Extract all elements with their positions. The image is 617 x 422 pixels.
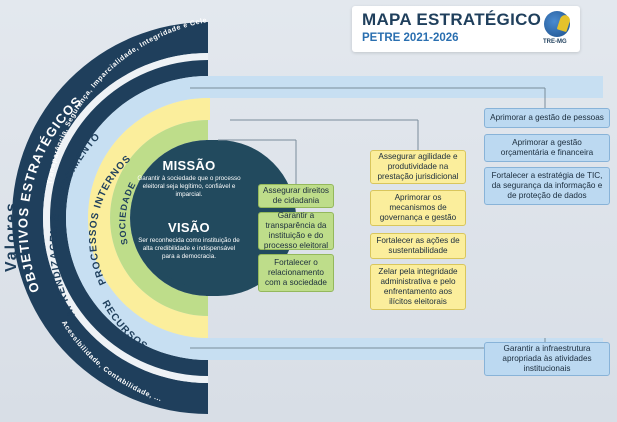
vision-text: Ser reconhecida como instituição de alta… [138,237,240,260]
valores-ring [12,22,208,414]
sociedade-ring [110,120,208,316]
mission-text: Garantir à sociedade que o processo elei… [137,175,241,198]
vision-block: VISÃO Ser reconhecida como instituição d… [136,220,242,261]
processos-ring [88,98,208,338]
logo-text: TRE-MG [543,39,567,45]
processos-objective: Aprimorar os mecanismos de governança e … [370,190,466,226]
aprendizagem-objective: Fortalecer a estratégia de TIC, da segur… [484,167,610,205]
processos-objective: Fortalecer as ações de sustentabilidade [370,233,466,259]
sociedade-objective: Fortalecer o relacionamento com a socied… [258,254,334,292]
processos-objective: Assegurar agilidade e produtividade na p… [370,150,466,184]
header-card: MAPA ESTRATÉGICO PETRE 2021-2026 TRE-MG [352,6,580,52]
connector-lines [190,87,546,349]
sociedade-objective: Garantir a transparência da instituição … [258,211,334,250]
mission-title: MISSÃO [162,158,216,173]
page-title: MAPA ESTRATÉGICO [362,10,542,29]
objetivos-ring [50,60,208,376]
page-subtitle: PETRE 2021-2026 [362,32,459,44]
mission-block: MISSÃO Garantir à sociedade que o proces… [136,158,242,199]
recursos-objective: Garantir a infraestrutura apropriada às … [484,342,610,376]
aprendizagem-ring [66,76,208,360]
sociedade-objective: Assegurar direitos de cidadania [258,184,334,208]
aprendizagem-objective: Aprimorar a gestão de pessoas [484,108,610,128]
vision-title: VISÃO [168,220,210,235]
processos-objective: Zelar pela integridade administrativa e … [370,264,466,310]
valores-label: Valores [3,201,20,272]
aprendizagem-objective: Aprimorar a gestão orçamentária e financ… [484,134,610,162]
